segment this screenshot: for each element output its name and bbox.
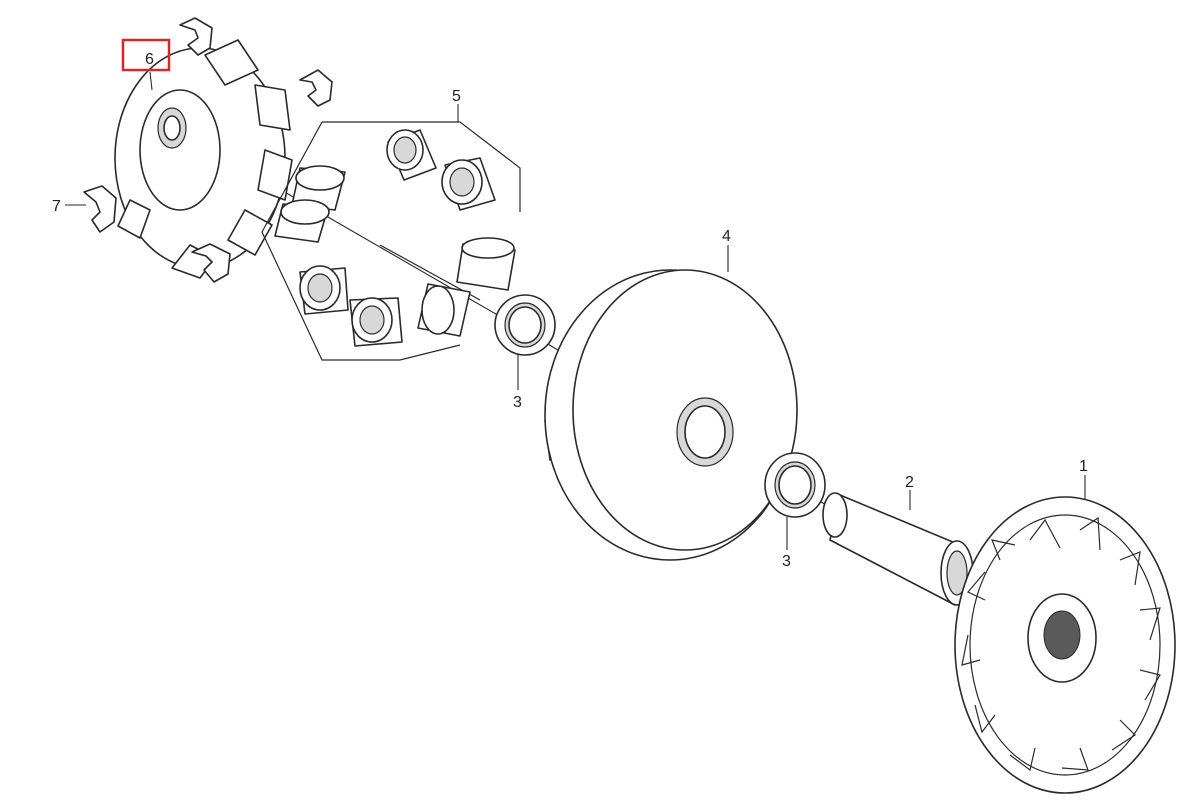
callout-label-3-upper: 3 <box>513 394 522 411</box>
part-roller-set <box>261 121 521 361</box>
roller <box>299 265 349 315</box>
roller <box>441 157 496 211</box>
leader-line-6 <box>149 71 153 91</box>
callout-label-6: 6 <box>145 51 154 68</box>
guide-clip-right <box>299 69 333 107</box>
guide-clip-bottom <box>191 243 231 283</box>
callout-label-4: 4 <box>722 228 731 245</box>
callout-label-1: 1 <box>1079 458 1088 475</box>
callout-label-3-lower: 3 <box>782 553 791 570</box>
roller <box>386 129 437 181</box>
part-fixed-drive-face <box>954 496 1176 794</box>
callout-label-5: 5 <box>452 88 461 105</box>
part-drive-face <box>544 269 798 561</box>
roller <box>291 165 346 211</box>
roller <box>274 199 330 243</box>
part-ramp-plate <box>114 39 293 279</box>
part-washer-lower <box>764 452 826 518</box>
callout-label-7: 7 <box>52 198 61 215</box>
guide-clip-left <box>83 185 117 233</box>
roller <box>349 297 403 347</box>
part-sleeve <box>822 492 974 606</box>
callout-label-2: 2 <box>905 474 914 491</box>
guide-clip-top <box>179 17 213 56</box>
part-washer-upper <box>494 294 556 356</box>
highlight-box-label-6 <box>121 38 171 72</box>
roller <box>456 237 516 291</box>
roller <box>417 283 471 337</box>
